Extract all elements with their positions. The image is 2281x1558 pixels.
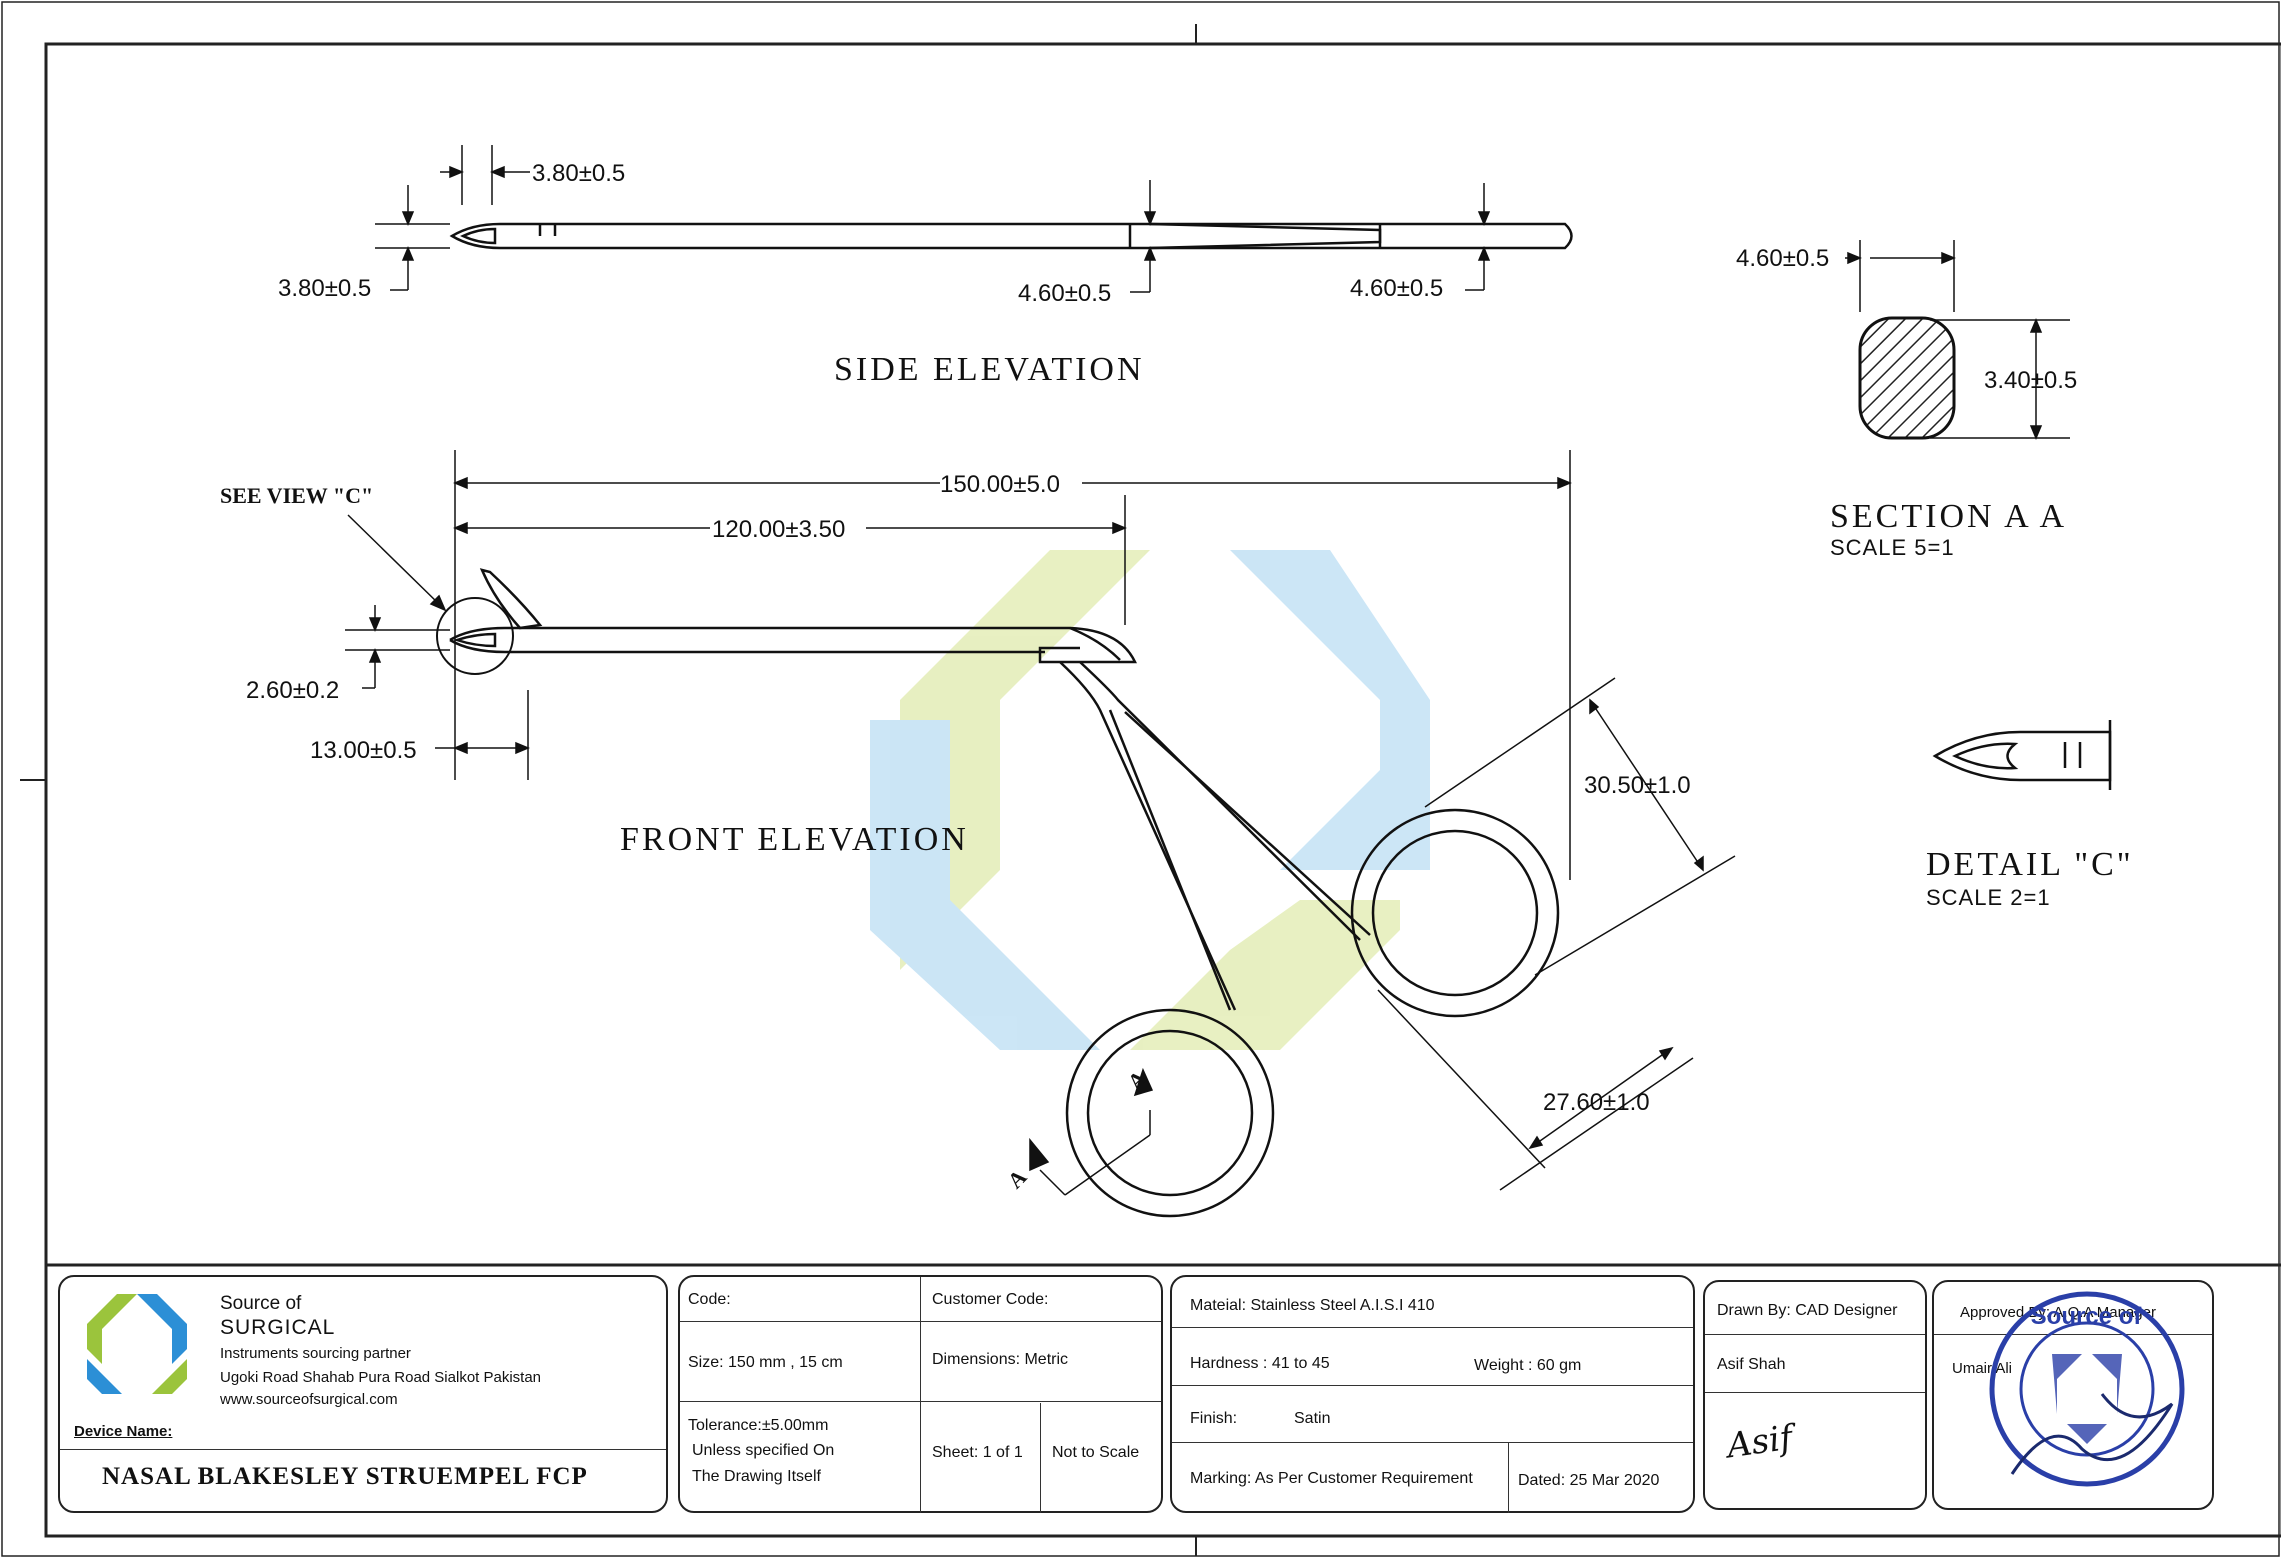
dim-ring-span-1: 30.50±1.0: [1584, 772, 1691, 799]
spec-box: Code: Customer Code: Size: 150 mm , 15 c…: [678, 1275, 1163, 1513]
finish-label: Finish:: [1190, 1410, 1238, 1427]
label-side-elevation: SIDE ELEVATION: [834, 351, 1145, 388]
company-website: www.sourceofsurgical.com: [220, 1391, 398, 1408]
label-section-scale: SCALE 5=1: [1830, 535, 1955, 560]
tolerance-line3: The Drawing Itself: [692, 1468, 821, 1485]
drawn-by-box: Drawn By: CAD Designer Asif Shah Asif: [1703, 1280, 1927, 1510]
side-elevation-dimensions: [375, 145, 1491, 293]
label-detail-c: DETAIL "C": [1926, 846, 2134, 883]
drawer-signature: Asif: [1724, 1417, 1795, 1467]
section-aa-drawing: [1858, 316, 1956, 440]
drawer-name: Asif Shah: [1717, 1356, 1786, 1373]
company-box: Source of SURGICAL Instruments sourcing …: [58, 1275, 668, 1513]
code-field: Code:: [688, 1291, 731, 1308]
scale-field: Not to Scale: [1052, 1444, 1140, 1461]
company-name-line2: SURGICAL: [220, 1316, 336, 1339]
approved-by-box: Approved By: A.Q.A Manager Umair Ali: [1932, 1280, 2214, 1510]
label-detail-scale: SCALE 2=1: [1926, 885, 2051, 910]
customer-code-field: Customer Code:: [932, 1291, 1049, 1308]
dim-ring-span-2: 27.60±1.0: [1543, 1089, 1650, 1116]
tolerance-line1: Tolerance:±5.00mm: [688, 1417, 829, 1434]
weight-field: Weight : 60 gm: [1474, 1357, 1582, 1374]
company-name-line1: Source of: [220, 1293, 302, 1314]
dim-overall-length: 150.00±5.0: [940, 471, 1060, 498]
company-address: Ugoki Road Shahab Pura Road Sialkot Paki…: [220, 1369, 542, 1386]
approved-by-field: Approved By: A.Q.A Manager: [1960, 1304, 2156, 1321]
label-see-view-c: SEE VIEW "C": [220, 483, 373, 508]
company-logo-icon: [87, 1294, 187, 1394]
finish-value: Satin: [1294, 1410, 1331, 1427]
material-field: Mateial: Stainless Steel A.I.S.I 410: [1190, 1297, 1435, 1314]
dimensions-field: Dimensions: Metric: [932, 1351, 1069, 1368]
front-elevation-dimensions: [345, 450, 1736, 1196]
marking-field: Marking: As Per Customer Requirement: [1190, 1470, 1473, 1487]
dated-field: Dated: 25 Mar 2020: [1518, 1472, 1660, 1489]
watermark-logo: [870, 550, 1430, 1050]
hardness-field: Hardness : 41 to 45: [1190, 1355, 1330, 1372]
dim-section-height: 3.40±0.5: [1984, 367, 2077, 394]
dim-side-end: 4.60±0.5: [1350, 275, 1443, 302]
dim-side-tip-width: 3.80±0.5: [532, 160, 625, 187]
side-elevation-drawing: [449, 222, 1573, 250]
label-section-aa: SECTION A A: [1830, 498, 2067, 535]
size-field: Size: 150 mm , 15 cm: [688, 1354, 843, 1371]
drawn-by-field: Drawn By: CAD Designer: [1717, 1302, 1898, 1319]
dim-shaft-length: 120.00±3.50: [712, 516, 845, 543]
dim-section-width: 4.60±0.5: [1736, 245, 1829, 272]
stamp-text: Source of: [2031, 1303, 2143, 1330]
dim-tip-length: 13.00±0.5: [310, 737, 417, 764]
tolerance-line2: Unless specified On: [692, 1442, 835, 1459]
section-mark-a-lower: A: [1002, 1164, 1031, 1193]
device-name-divider: [60, 1449, 666, 1450]
detail-c-drawing: [1932, 720, 2112, 790]
section-aa-dimensions: [1845, 240, 2070, 440]
label-front-elevation: FRONT ELEVATION: [620, 821, 969, 858]
dim-tip-height: 2.60±0.2: [246, 677, 339, 704]
device-name-label: Device Name:: [74, 1423, 173, 1440]
company-tagline: Instruments sourcing partner: [220, 1345, 411, 1362]
company-stamp: Source of: [1989, 1291, 2185, 1487]
material-box: Mateial: Stainless Steel A.I.S.I 410 Har…: [1170, 1275, 1695, 1513]
device-name: NASAL BLAKESLEY STRUEMPEL FCP: [102, 1463, 588, 1490]
dim-side-mid: 4.60±0.5: [1018, 280, 1111, 307]
sheet-field: Sheet: 1 of 1: [932, 1444, 1023, 1461]
dim-side-tip-height: 3.80±0.5: [278, 275, 371, 302]
